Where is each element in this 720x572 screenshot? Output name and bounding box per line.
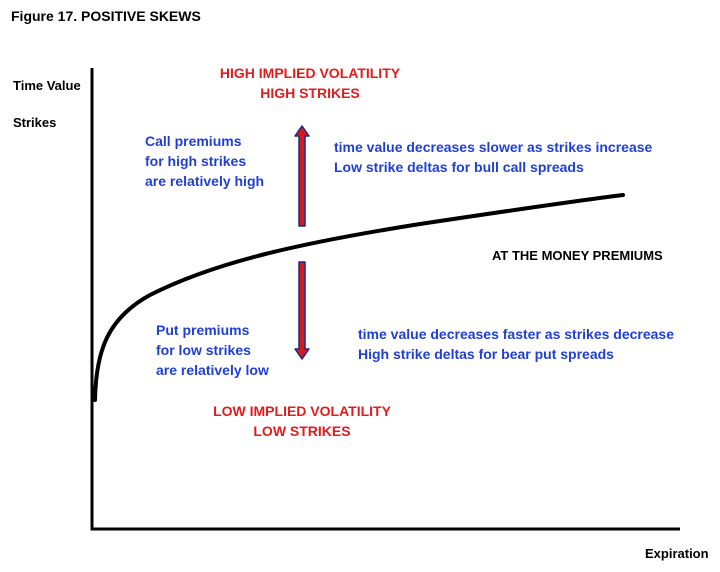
- call-premiums-text: Call premiums for high strikes are relat…: [145, 131, 264, 191]
- atm-premiums-label: AT THE MONEY PREMIUMS: [492, 248, 663, 263]
- lower-right-note: time value decreases faster as strikes d…: [358, 324, 674, 364]
- upper-right-note: time value decreases slower as strikes i…: [334, 137, 652, 177]
- call-premiums-line: for high strikes: [145, 153, 247, 169]
- low-iv-title: LOW IMPLIED VOLATILITY LOW STRIKES: [212, 401, 392, 441]
- put-premiums-line: are relatively low: [156, 362, 269, 378]
- arrow-down-icon: [294, 261, 310, 360]
- x-axis-label-expiration: Expiration: [645, 546, 709, 561]
- high-iv-title-line2: HIGH STRIKES: [260, 85, 360, 101]
- atm-premium-curve: [93, 193, 625, 402]
- call-premiums-line: Call premiums: [145, 133, 242, 149]
- high-iv-title: HIGH IMPLIED VOLATILITY HIGH STRIKES: [210, 63, 410, 103]
- put-premiums-line: Put premiums: [156, 322, 250, 338]
- low-iv-title-line1: LOW IMPLIED VOLATILITY: [213, 403, 391, 419]
- arrow-up-icon: [294, 125, 310, 227]
- lower-right-note-line: time value decreases faster as strikes d…: [358, 326, 674, 342]
- figure-title: Figure 17. POSITIVE SKEWS: [11, 8, 201, 24]
- y-axis-label-time-value: Time Value: [13, 78, 81, 93]
- call-premiums-line: are relatively high: [145, 173, 265, 189]
- upper-right-note-line: Low strike deltas for bull call spreads: [334, 159, 584, 175]
- lower-right-note-line: High strike deltas for bear put spreads: [358, 346, 614, 362]
- low-iv-title-line2: LOW STRIKES: [253, 423, 351, 439]
- put-premiums-text: Put premiums for low strikes are relativ…: [156, 320, 269, 380]
- upper-right-note-line: time value decreases slower as strikes i…: [334, 139, 653, 155]
- y-axis-label-strikes: Strikes: [13, 115, 57, 130]
- put-premiums-line: for low strikes: [156, 342, 251, 358]
- high-iv-title-line1: HIGH IMPLIED VOLATILITY: [219, 65, 401, 81]
